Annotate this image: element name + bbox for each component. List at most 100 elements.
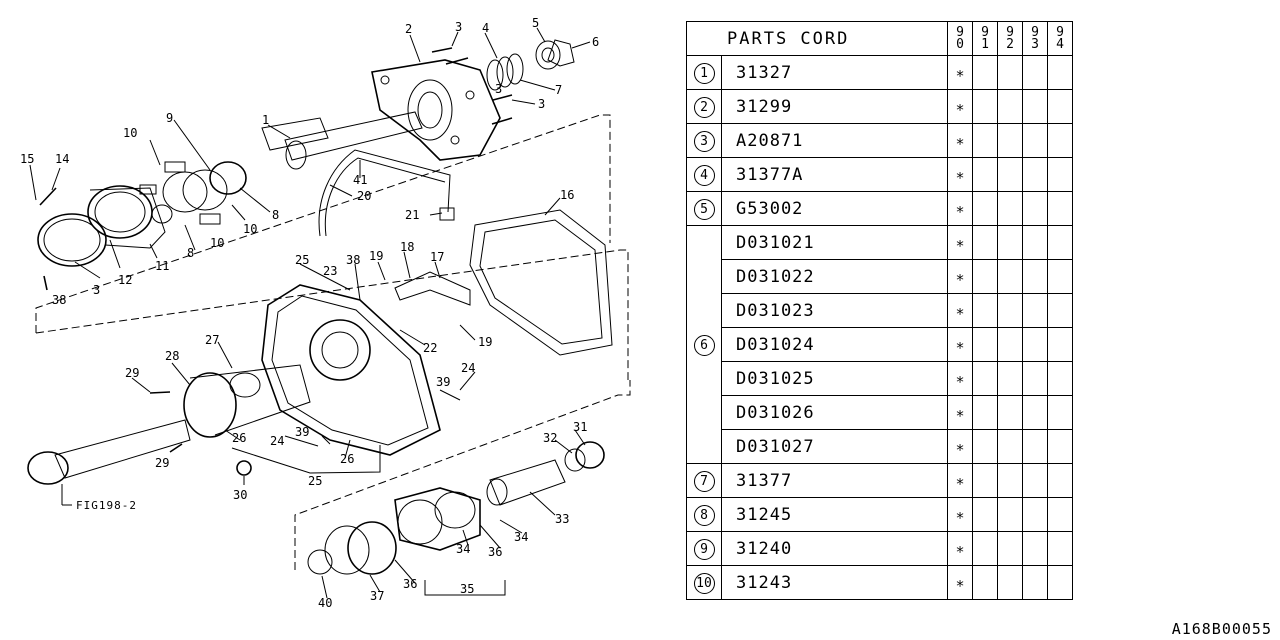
callout-4: 4 xyxy=(482,21,489,35)
year-cell xyxy=(997,327,1023,362)
table-row: D031025∗ xyxy=(687,361,1073,396)
table-row: D031024∗ xyxy=(687,327,1073,362)
year-cell xyxy=(972,225,998,260)
year-cell: ∗ xyxy=(947,259,973,294)
part-code-cell: D031026 xyxy=(721,395,948,430)
callout-2: 2 xyxy=(405,22,412,36)
ref-number-cell: 7 xyxy=(686,463,722,498)
exploded-parts-diagram: 1 2 3 3 3 4 5 6 7 8 8 9 10 10 10 11 12 3… xyxy=(20,16,631,610)
year-cell xyxy=(997,123,1023,158)
year-cell xyxy=(972,463,998,498)
ref-number: 5 xyxy=(693,198,715,220)
year-cell: ∗ xyxy=(947,327,973,362)
year-cell xyxy=(972,429,998,464)
part-code-cell: D031023 xyxy=(721,293,948,328)
year-cell: ∗ xyxy=(947,55,973,90)
year-cell xyxy=(1022,55,1048,90)
year-cell xyxy=(972,497,998,532)
ref-number: 9 xyxy=(693,538,715,560)
callout-19: 19 xyxy=(478,335,492,349)
callout-31: 31 xyxy=(573,420,587,434)
tube-part xyxy=(318,149,451,237)
year-cell xyxy=(972,157,998,192)
rear-cover-group-part xyxy=(307,441,605,575)
callout-22: 22 xyxy=(423,341,437,355)
ref-number-cell: 5 xyxy=(686,191,722,226)
bolt-14-part xyxy=(39,187,57,206)
ref-number-cell: 2 xyxy=(686,89,722,124)
part-code-cell: 31240 xyxy=(721,531,948,566)
year-cell xyxy=(1022,123,1048,158)
year-cell xyxy=(1022,361,1048,396)
parts-cord-header: PARTS CORD xyxy=(686,21,948,56)
ref-number: 4 xyxy=(693,164,715,186)
year-digit: 9 xyxy=(981,24,989,40)
year-digit: 2 xyxy=(1006,36,1014,52)
ref-number: 6 xyxy=(693,334,715,356)
callout-3: 3 xyxy=(455,20,462,34)
callout-21: 21 xyxy=(405,208,419,222)
part-code-cell: D031022 xyxy=(721,259,948,294)
callout-24: 24 xyxy=(461,361,475,375)
callout-36: 36 xyxy=(403,577,417,591)
callout-39: 39 xyxy=(295,425,309,439)
callout-10: 10 xyxy=(243,222,257,236)
year-cell: ∗ xyxy=(947,429,973,464)
year-cell xyxy=(1047,293,1073,328)
year-cell xyxy=(997,89,1023,124)
year-cell xyxy=(997,55,1023,90)
year-cell xyxy=(1047,395,1073,430)
callout-18: 18 xyxy=(400,240,414,254)
part-code-cell: G53002 xyxy=(721,191,948,226)
front-housing-part xyxy=(371,59,501,161)
year-cell xyxy=(1022,191,1048,226)
year-cell: ∗ xyxy=(947,497,973,532)
year-cell xyxy=(1047,327,1073,362)
year-cell xyxy=(997,259,1023,294)
center-case-part xyxy=(261,284,441,456)
year-cell xyxy=(1047,225,1073,260)
callout-27: 27 xyxy=(205,333,219,347)
part-code-cell: D031027 xyxy=(721,429,948,464)
callout-34: 34 xyxy=(514,530,528,544)
year-cell xyxy=(1022,531,1048,566)
year-cell xyxy=(972,361,998,396)
callout-16: 16 xyxy=(560,188,574,202)
year-digit: 3 xyxy=(1031,36,1039,52)
callout-23: 23 xyxy=(323,264,337,278)
callout-15: 15 xyxy=(20,152,34,166)
callout-3: 3 xyxy=(538,97,545,111)
ref-number: 10 xyxy=(693,572,715,594)
callout-25: 25 xyxy=(295,253,309,267)
year-cell xyxy=(1047,429,1073,464)
callout-26: 26 xyxy=(340,452,354,466)
table-row: D031022∗ xyxy=(687,259,1073,294)
callout-24: 24 xyxy=(270,434,284,448)
part-code-cell: 31377 xyxy=(721,463,948,498)
ref-number-cell: 3 xyxy=(686,123,722,158)
callout-10: 10 xyxy=(210,236,224,250)
year-digit: 1 xyxy=(981,36,989,52)
year-cell xyxy=(1022,89,1048,124)
callout-33: 33 xyxy=(555,512,569,526)
year-cell xyxy=(1022,293,1048,328)
callout-25: 25 xyxy=(308,474,322,488)
year-digit: 9 xyxy=(1031,24,1039,40)
year-cell xyxy=(997,497,1023,532)
year-cell xyxy=(1047,89,1073,124)
year-digit: 9 xyxy=(1056,24,1064,40)
callout-39: 39 xyxy=(436,375,450,389)
callout-14: 14 xyxy=(55,152,69,166)
ref-number-cell: 8 xyxy=(686,497,722,532)
year-cell xyxy=(1047,259,1073,294)
table-row: D031026∗ xyxy=(687,395,1073,430)
year-cell xyxy=(997,531,1023,566)
year-cell xyxy=(1047,191,1073,226)
